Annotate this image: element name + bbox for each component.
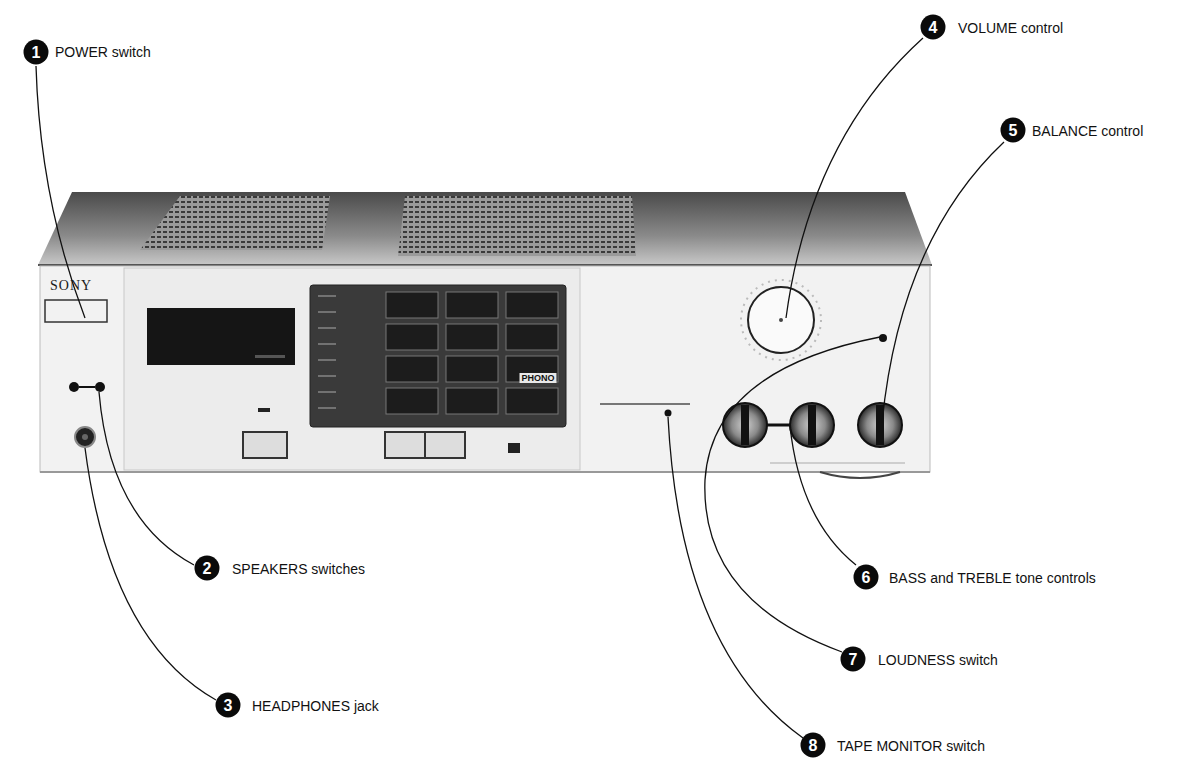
headphones-jack bbox=[75, 427, 95, 447]
preset-button bbox=[506, 292, 558, 318]
preset-block bbox=[310, 285, 566, 427]
inner-panel bbox=[124, 268, 580, 470]
preset-button bbox=[506, 324, 558, 350]
preset-button bbox=[446, 324, 498, 350]
display-window bbox=[147, 308, 295, 365]
vent-grill bbox=[140, 196, 330, 250]
button bbox=[243, 432, 287, 458]
tone-knobs bbox=[723, 403, 902, 447]
volume-knob bbox=[748, 287, 814, 353]
leader-lines bbox=[36, 38, 1004, 738]
preset-button bbox=[386, 324, 438, 350]
preset-button bbox=[446, 356, 498, 382]
vent-grill bbox=[398, 196, 636, 256]
speakers-switch bbox=[69, 382, 79, 392]
brand-name: SONY bbox=[50, 278, 92, 294]
part-name: VOLUME control bbox=[958, 20, 1063, 36]
loudness-switch bbox=[879, 334, 887, 342]
power-switch bbox=[45, 300, 107, 322]
preset-button bbox=[506, 356, 558, 382]
callout-number: 4 bbox=[921, 15, 946, 40]
jack bbox=[508, 443, 520, 453]
callout-number: 6 bbox=[854, 565, 879, 590]
callout-number: 2 bbox=[195, 556, 220, 581]
preset-button bbox=[446, 292, 498, 318]
part-name: POWER switch bbox=[55, 44, 151, 60]
preset-button bbox=[386, 292, 438, 318]
part-name: HEADPHONES jack bbox=[252, 698, 379, 714]
tape-monitor-switch bbox=[665, 410, 672, 417]
button bbox=[385, 432, 465, 458]
preset-button bbox=[446, 388, 498, 414]
callout-number: 1 bbox=[24, 40, 49, 65]
part-name: BALANCE control bbox=[1032, 123, 1143, 139]
callout-number: 7 bbox=[841, 647, 866, 672]
preset-button bbox=[506, 388, 558, 414]
button-label: PHONO bbox=[519, 373, 556, 383]
preset-button bbox=[386, 356, 438, 382]
callout-number: 3 bbox=[216, 693, 241, 718]
part-name: SPEAKERS switches bbox=[232, 561, 365, 577]
preset-button bbox=[386, 388, 438, 414]
part-name: LOUDNESS switch bbox=[878, 652, 998, 668]
part-name: BASS and TREBLE tone controls bbox=[889, 570, 1096, 586]
speakers-switch bbox=[95, 382, 105, 392]
front-panel bbox=[40, 266, 930, 472]
callout-number: 5 bbox=[1001, 118, 1026, 143]
part-name: TAPE MONITOR switch bbox=[837, 738, 985, 754]
callout-number: 8 bbox=[801, 733, 826, 758]
